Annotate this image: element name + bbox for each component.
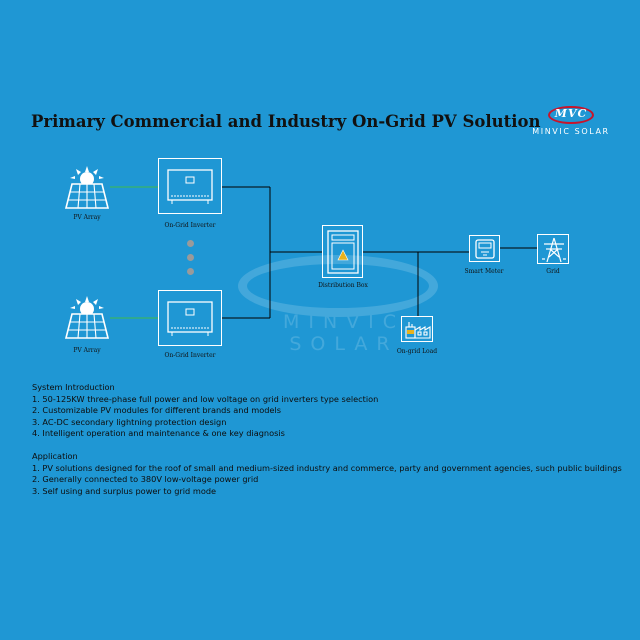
minvic-logo: MVC MINVIC SOLAR (526, 106, 616, 140)
inverter-icon (167, 301, 213, 336)
system-introduction-section: System Introduction 1. 50-125KW three-ph… (32, 382, 378, 440)
pv-array-top-label: PV Array (73, 214, 101, 221)
smart-meter-frame (469, 235, 500, 262)
system-introduction-item: 4. Intelligent operation and maintenance… (32, 428, 285, 439)
ellipsis-dot (187, 240, 194, 247)
application-section: Application 1. PV solutions designed for… (32, 451, 622, 497)
distribution-box-label: Distribution Box (318, 282, 368, 289)
system-introduction-item: 3. AC-DC secondary lightning protection … (32, 416, 227, 427)
logo-mark (548, 106, 594, 124)
inverter-icon (167, 169, 213, 204)
inverter-top-frame (158, 158, 222, 214)
application-item: 3. Self using and surplus power to grid … (32, 485, 217, 496)
inverter-bottom-label: On-Grid Inverter (164, 352, 216, 359)
factory-icon (405, 322, 431, 339)
smart-meter-label: Smart Meter (464, 268, 504, 275)
logo-name: MINVIC SOLAR (532, 127, 610, 136)
system-introduction-item: 1. 50-125KW three-phase full power and l… (32, 393, 379, 404)
power-tower-icon (542, 237, 566, 263)
system-introduction-item: 2. Customizable PV modules for different… (32, 405, 282, 416)
application-item: 1. PV solutions designed for the roof of… (32, 462, 622, 473)
on-grid-load-frame (401, 316, 433, 342)
smart-meter-icon (475, 239, 495, 259)
distribution-box-icon (327, 230, 359, 274)
application-item: 2. Generally connected to 380V low-volta… (32, 474, 259, 485)
grid-label: Grid (546, 268, 560, 275)
pv-array-bottom-label: PV Array (73, 347, 101, 354)
grid-frame (537, 234, 569, 264)
inverter-top-label: On-Grid Inverter (164, 222, 216, 229)
inverter-bottom-frame (158, 290, 222, 346)
application-heading: Application (32, 451, 78, 461)
ellipsis-dot (187, 254, 194, 261)
page-title: Primary Commercial and Industry On-Grid … (31, 112, 541, 131)
distribution-box-frame (322, 225, 363, 278)
on-grid-load-label: On-grid Load (396, 348, 438, 355)
ellipsis-dot (187, 268, 194, 275)
solar-panel-icon (64, 166, 110, 209)
logo-mark-text: MVC (554, 107, 588, 120)
system-introduction-heading: System Introduction (32, 382, 115, 392)
solar-panel-icon (64, 296, 110, 339)
